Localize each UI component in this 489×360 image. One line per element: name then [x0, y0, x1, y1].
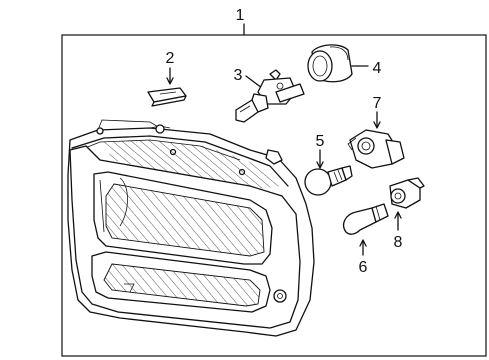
callout-5: 5 — [316, 133, 325, 150]
callout-4: 4 — [373, 60, 382, 77]
small-socket-icon — [389, 177, 425, 209]
rubber-boot-icon — [307, 44, 353, 83]
assembly-frame — [61, 34, 487, 357]
callout-3: 3 — [234, 67, 243, 84]
leader-2-arrow — [166, 77, 174, 85]
callout-2: 2 — [166, 50, 175, 67]
headlamp-assembly-icon — [67, 119, 315, 337]
halogen-bulb-icon — [235, 69, 305, 123]
callout-7: 7 — [373, 95, 382, 112]
callout-1: 1 — [236, 7, 245, 24]
leader-3 — [245, 75, 263, 89]
leader-6-arrow — [359, 239, 367, 247]
retaining-clip-icon — [147, 87, 187, 107]
leader-8-arrow — [394, 211, 402, 219]
bulb-socket-icon — [347, 129, 405, 169]
round-bulb-icon — [304, 165, 353, 196]
callout-8: 8 — [394, 234, 403, 251]
wedge-bulb-icon — [342, 203, 389, 235]
leader-7-arrow — [373, 121, 381, 129]
leader-5-arrow — [316, 161, 324, 169]
callout-6: 6 — [359, 259, 368, 276]
